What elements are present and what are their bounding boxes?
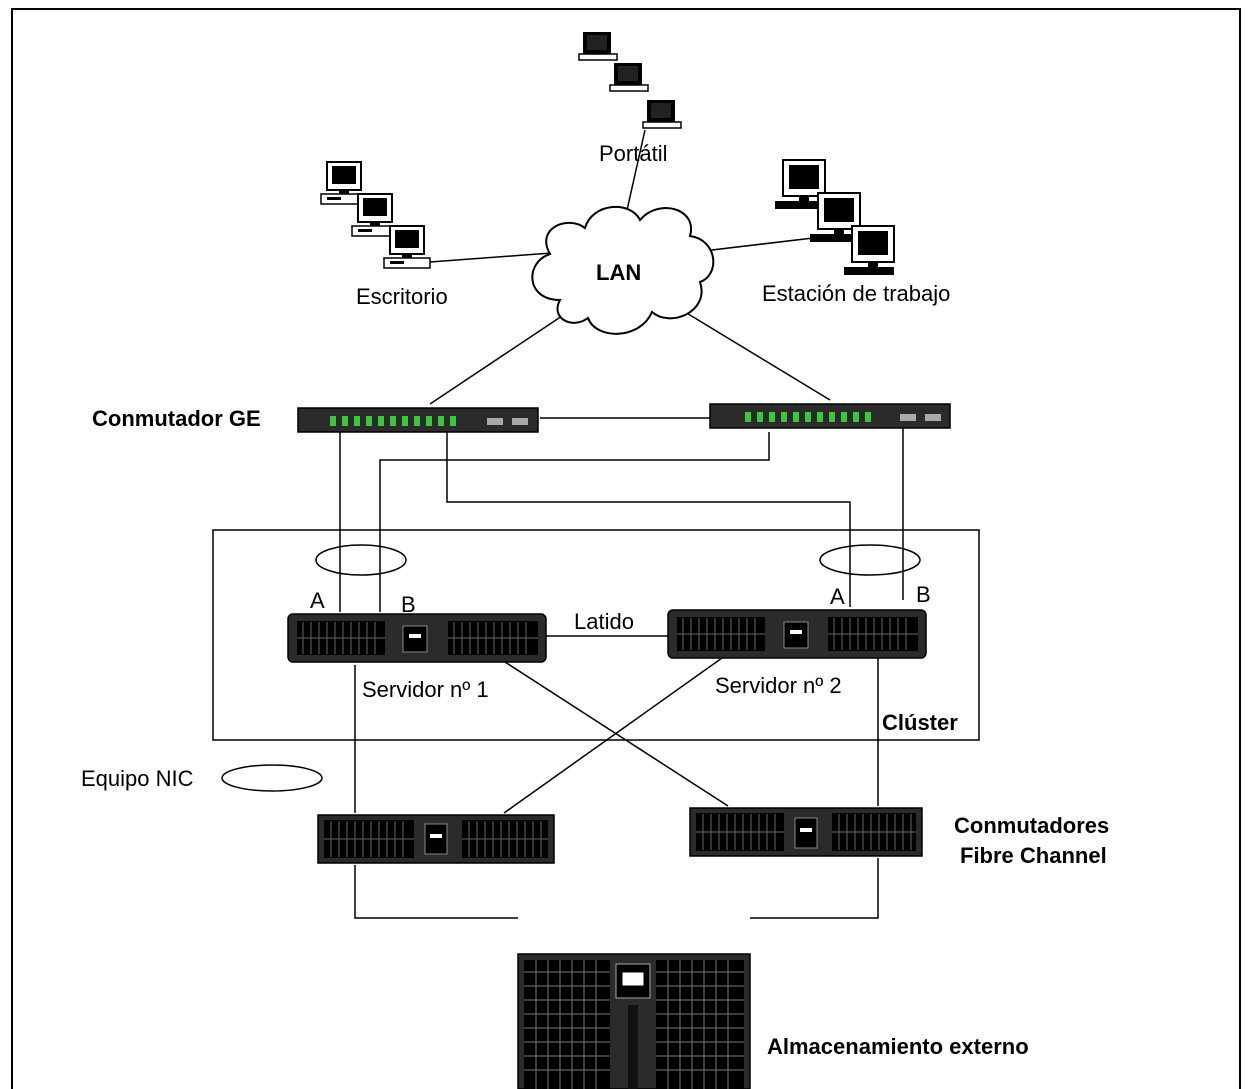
- laptop-icon-2: [609, 62, 649, 92]
- nic-team-ellipse-1: [315, 544, 407, 576]
- cluster-label: Clúster: [882, 710, 958, 735]
- ge-switch-1: [297, 407, 539, 433]
- lan-label: LAN: [596, 260, 642, 285]
- heartbeat-label: Latido: [574, 609, 634, 634]
- nic-team-ellipse-2: [819, 544, 921, 576]
- desktop-label: Escritorio: [356, 284, 448, 309]
- server-1: [287, 613, 547, 663]
- diagram-frame: [11, 8, 1241, 1089]
- external-storage-label: Almacenamiento externo: [767, 1034, 1029, 1059]
- workstation-label: Estación de trabajo: [762, 281, 951, 306]
- external-storage-array: [517, 953, 751, 1089]
- laptop-label: Portátil: [599, 141, 668, 166]
- nic-team-legend-ellipse: [221, 764, 323, 792]
- fc-switch-1: [317, 814, 555, 864]
- laptop-icon-1: [578, 31, 618, 61]
- port-a-label-1: A: [310, 588, 325, 613]
- desktop-icon-3: [383, 225, 431, 269]
- connection-lines: [339, 129, 904, 919]
- fc-switch-2: [689, 807, 923, 857]
- lan-cloud: [531, 205, 715, 335]
- cluster-box: [212, 529, 980, 741]
- ge-switch-label: Conmutador GE: [92, 406, 261, 431]
- laptop-icon-3: [642, 99, 682, 129]
- port-a-label-2: A: [830, 584, 845, 609]
- server-1-label: Servidor nº 1: [362, 677, 489, 702]
- fc-switches-label-line1: Conmutadores: [954, 813, 1110, 838]
- workstation-icon-3: [843, 225, 895, 276]
- port-b-label-2: B: [916, 582, 931, 607]
- server-2: [667, 609, 927, 659]
- fc-switches-label-line2: Fibre Channel: [960, 843, 1107, 868]
- ge-switch-2: [709, 403, 951, 429]
- server-2-label: Servidor nº 2: [715, 673, 842, 698]
- nic-team-label: Equipo NIC: [81, 766, 194, 791]
- port-b-label-1: B: [401, 592, 416, 617]
